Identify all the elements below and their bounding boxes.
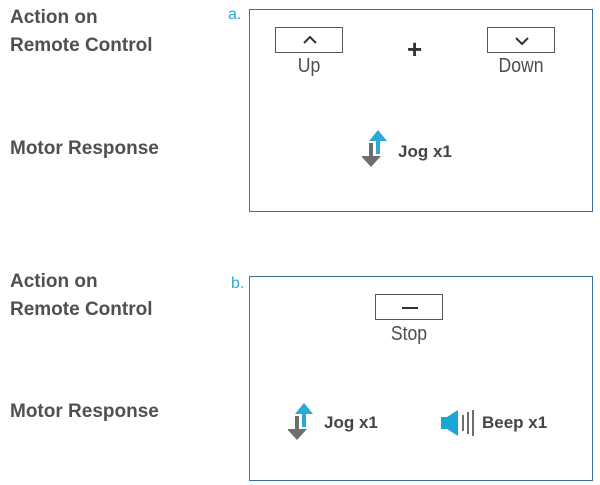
panel-letter-a: a. [228, 6, 242, 23]
jog-text-a: Jog x1 [398, 142, 452, 161]
action-label-b-line1: Action on [10, 271, 98, 292]
jog-text-b: Jog x1 [324, 413, 378, 432]
chevron-up-icon [303, 35, 317, 44]
action-label-b: Action on Remote Control [10, 268, 153, 324]
panel-b: Stop Jog x1 Beep x1 [249, 276, 593, 481]
action-label-a-line2: Remote Control [10, 35, 153, 56]
stop-caption: Stop [390, 323, 428, 345]
plus-symbol: + [407, 34, 423, 64]
stop-button[interactable] [375, 294, 443, 320]
action-label-a: Action on Remote Control [10, 4, 153, 60]
panel-a: Up + Down Jog x1 [249, 9, 593, 212]
chevron-down-icon [515, 37, 529, 46]
panel-letter-b: b. [231, 275, 245, 292]
speaker-icon [441, 410, 474, 436]
up-caption: Up [297, 55, 321, 77]
down-button[interactable] [487, 27, 555, 53]
response-label-a: Motor Response [10, 138, 159, 159]
action-label-a-line1: Action on [10, 7, 98, 28]
up-button[interactable] [275, 27, 343, 53]
jog-arrows-icon [362, 130, 387, 167]
beep-text-b: Beep x1 [482, 413, 548, 432]
action-label-b-line2: Remote Control [10, 299, 153, 320]
stop-dash-icon [402, 307, 418, 309]
down-caption: Down [498, 55, 544, 77]
jog-arrows-icon [288, 403, 313, 440]
response-label-b: Motor Response [10, 401, 159, 422]
